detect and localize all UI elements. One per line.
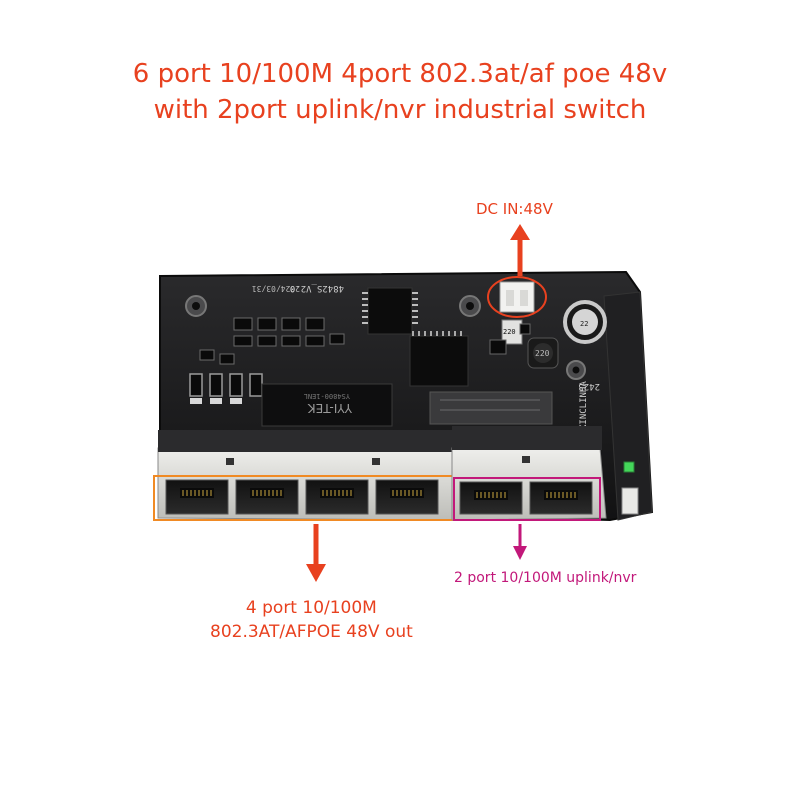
board-date: 2024/03/31 bbox=[252, 284, 300, 293]
transformer-brand: YYI-TEK bbox=[307, 401, 353, 415]
poe-arrow bbox=[306, 524, 326, 582]
poe-port-3 bbox=[305, 479, 369, 515]
uplink-transformer bbox=[429, 391, 553, 425]
smd-components bbox=[199, 317, 345, 365]
ic-chip-top bbox=[362, 287, 418, 335]
board-version: 4842S_V2.0 bbox=[290, 283, 344, 293]
uplink-highlight-box bbox=[453, 477, 601, 521]
side-rail bbox=[603, 291, 653, 521]
dc-arrow bbox=[510, 224, 530, 276]
uplink-ports bbox=[459, 481, 593, 515]
uplink-port-2 bbox=[529, 481, 593, 515]
uplink-port-1 bbox=[459, 481, 523, 515]
ethernet-transformer: YYI-TEK YS4800-1ENL bbox=[261, 383, 393, 427]
board-brand: XINCLINHA bbox=[579, 381, 589, 430]
poe-ports bbox=[165, 479, 439, 515]
board-year-code: 2423 bbox=[578, 381, 600, 391]
poe-port-4 bbox=[375, 479, 439, 515]
status-led bbox=[623, 461, 635, 473]
uplink-arrow bbox=[513, 524, 527, 560]
electrolytic-capacitor: 22 bbox=[563, 300, 607, 344]
cap-label: 220 bbox=[503, 328, 516, 336]
poe-label-line-1: 4 port 10/100M bbox=[245, 598, 377, 618]
dc-connector bbox=[499, 281, 535, 313]
dc-in-label: DC IN:48V bbox=[476, 200, 553, 218]
title-line-1: 6 port 10/100M 4port 802.3at/af poe 48v bbox=[132, 59, 668, 89]
title-line-2: with 2port uplink/nvr industrial switch bbox=[153, 95, 647, 125]
inductor-label: 220 bbox=[535, 349, 550, 358]
uplink-label: 2 port 10/100M uplink/nvr bbox=[454, 570, 637, 586]
poe-label: 4 port 10/100M 802.3AT/AFPOE 48V out bbox=[210, 596, 413, 644]
poe-port-2 bbox=[235, 479, 299, 515]
side-switch bbox=[621, 487, 639, 515]
diode-row bbox=[189, 373, 263, 397]
smd-capacitor: 220 bbox=[501, 319, 523, 345]
svg-text:22: 22 bbox=[580, 320, 588, 328]
smd-component bbox=[489, 339, 507, 355]
poe-port-1 bbox=[165, 479, 229, 515]
ic-chip-main bbox=[409, 331, 469, 387]
inductor: 220 bbox=[527, 337, 559, 369]
dc-highlight-circle bbox=[487, 276, 547, 318]
transformer-part: YS4800-1ENL bbox=[304, 392, 350, 400]
product-title: 6 port 10/100M 4port 802.3at/af poe 48v … bbox=[0, 56, 800, 128]
smd-component bbox=[519, 323, 531, 335]
poe-label-line-2: 802.3AT/AFPOE 48V out bbox=[210, 622, 413, 642]
